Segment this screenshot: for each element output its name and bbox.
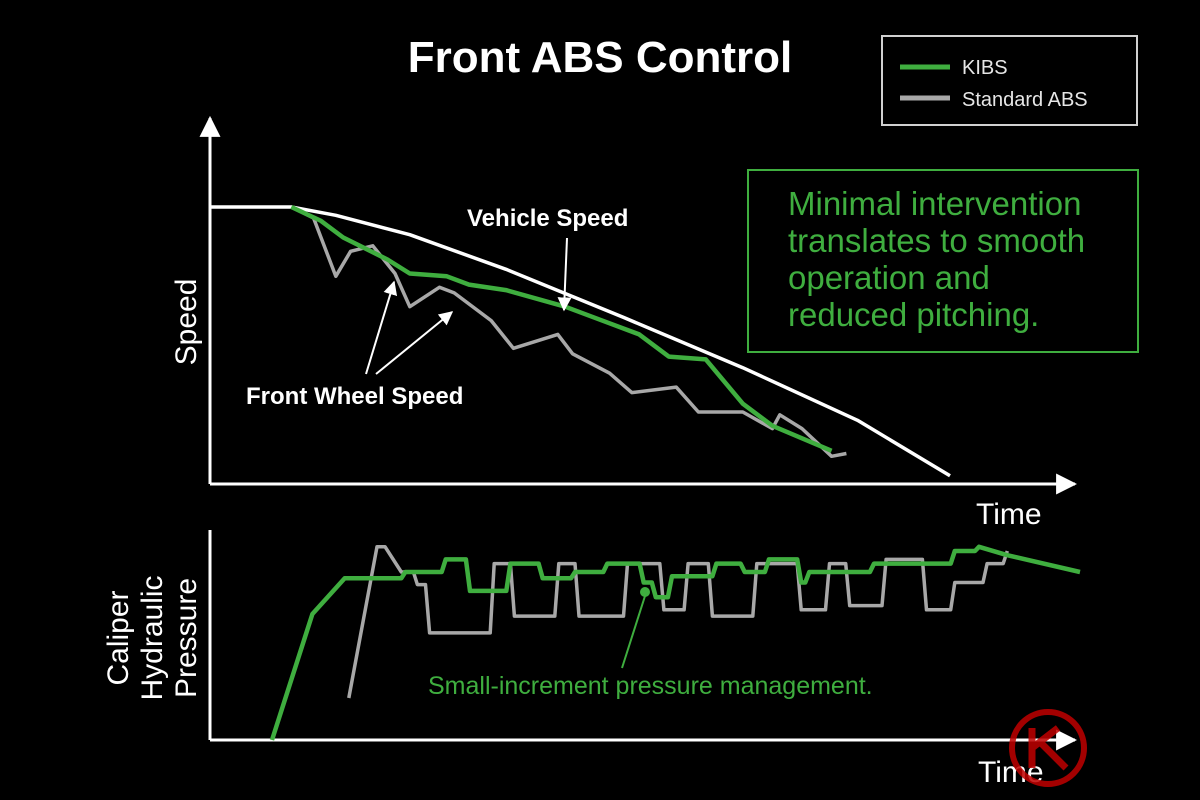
legend-box [881, 35, 1138, 126]
chart-title: Front ABS Control [408, 33, 793, 82]
pressure-axis-label-line-2: Hydraulic [136, 575, 169, 700]
watermark-k-mark [1028, 725, 1069, 771]
legend-label-standard-abs: Standard ABS [962, 89, 1088, 111]
vehicle-speed-arrow [557, 237, 572, 312]
pressure-axis-label-line-3: Pressure [170, 578, 203, 698]
pressure-axis-label-line-1: Caliper [102, 590, 135, 685]
pressure-series [269, 544, 1081, 741]
pressure-annotation-leader [621, 595, 646, 669]
front-wheel-arrow-1 [365, 280, 398, 375]
legend-label-kibs: KIBS [962, 57, 1008, 79]
callout-line-3: operation and [788, 259, 990, 296]
pressure-axis-label: Caliper Hydraulic Pressure [102, 575, 203, 700]
callout-line-2: translates to smooth [788, 222, 1085, 259]
callout-line-1: Minimal intervention [788, 185, 1081, 222]
watermark-circle [1009, 709, 1087, 787]
pressure-annotation: Small-increment pressure management. [428, 672, 873, 700]
pressure-annotation-dot [640, 587, 650, 597]
speed-time-label: Time [976, 498, 1042, 531]
speed-series [210, 204, 951, 478]
speed-axis-label: Speed [170, 279, 203, 366]
pressure-line-standard-abs [347, 545, 1009, 699]
pressure-line-kibs [269, 544, 1081, 741]
speed-line-vehicle-speed [210, 205, 951, 478]
callout-box: Minimal intervention translates to smoot… [747, 169, 1139, 353]
pressure-axes [208, 530, 1078, 751]
callout-border [747, 169, 1139, 353]
watermark-logo [1009, 709, 1087, 787]
vehicle-speed-label: Vehicle Speed [467, 205, 628, 232]
front-wheel-arrow-2 [375, 311, 454, 375]
speed-line-kibs [290, 204, 833, 453]
front-wheel-speed-label: Front Wheel Speed [246, 383, 463, 410]
callout-line-4: reduced pitching. [788, 296, 1039, 333]
speed-axes [199, 115, 1078, 495]
legend: KIBS Standard ABS [881, 35, 1138, 126]
